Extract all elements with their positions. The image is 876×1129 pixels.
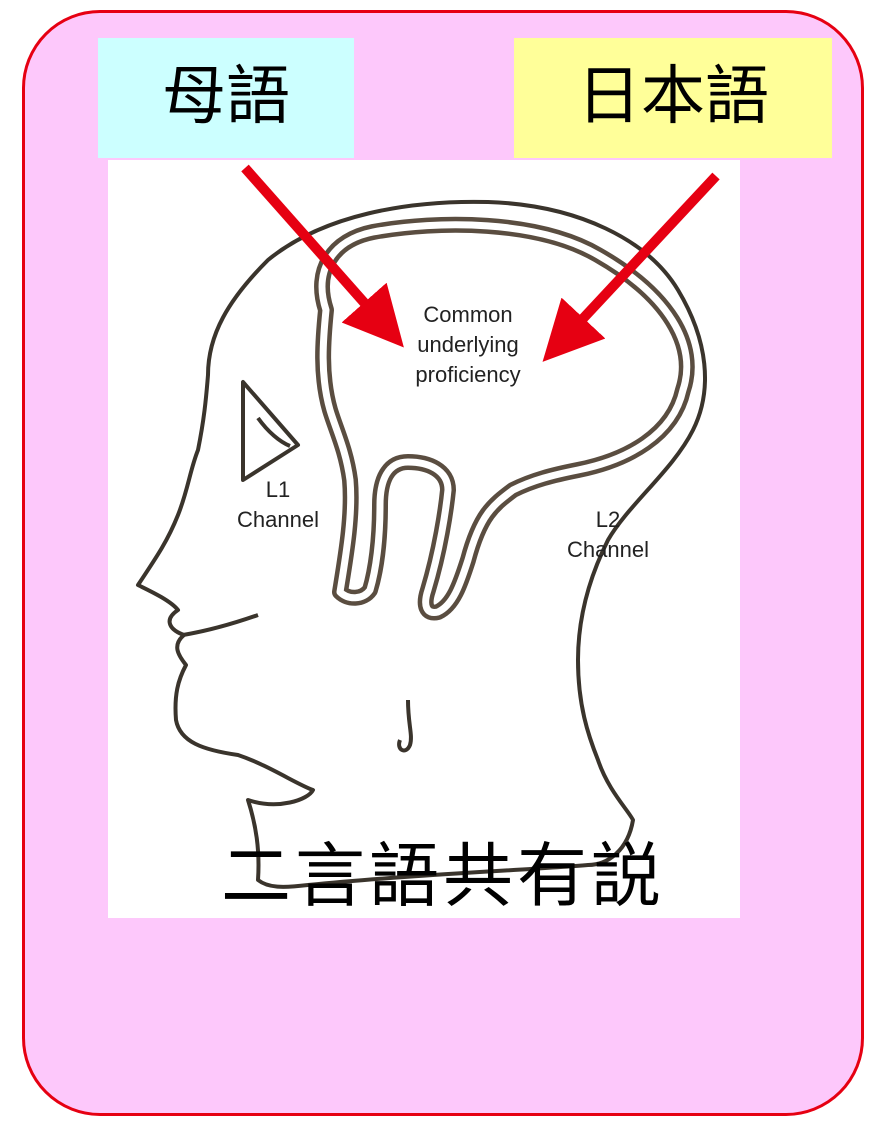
arrow-mother-tongue [245,168,384,325]
arrow-japanese [563,176,716,340]
theory-caption: 二言語共有説 [22,820,864,921]
